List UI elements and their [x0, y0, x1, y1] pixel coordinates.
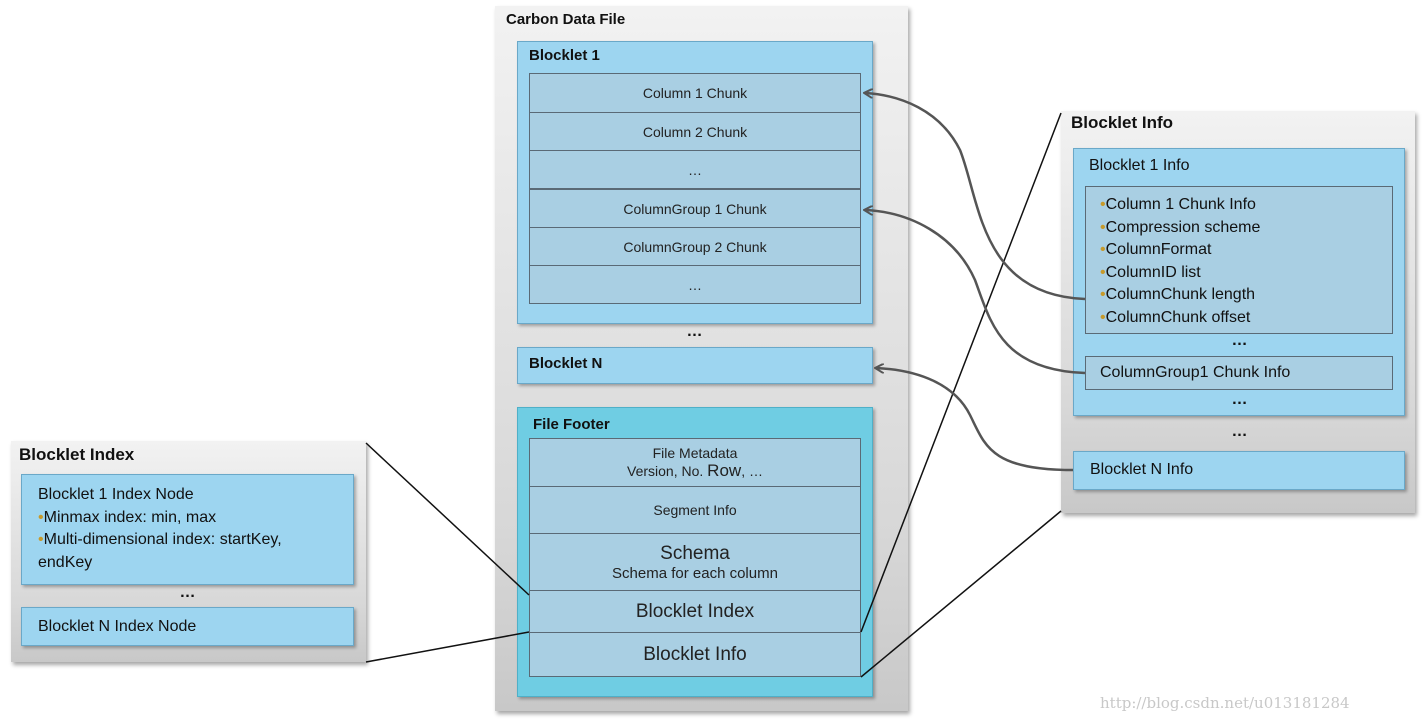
node-item-continuation: endKey: [38, 553, 93, 571]
chunk-cell: …: [529, 265, 861, 304]
schema-sub-label: Schema for each column: [612, 564, 778, 582]
blocklet-index-panel-title: Blocklet Index: [19, 445, 135, 464]
ellipsis: …: [686, 323, 704, 340]
column-chunk-info-box: •Column 1 Chunk Info •Compression scheme…: [1085, 186, 1393, 334]
columngroup-chunk-info-box: ColumnGroup1 Chunk Info: [1085, 356, 1393, 390]
columngroup-chunk-info-label: ColumnGroup1 Chunk Info: [1100, 364, 1291, 381]
carbon-data-file-title: Carbon Data File: [506, 11, 626, 28]
info-item-text: ColumnChunk length: [1105, 286, 1256, 303]
info-item-text: ColumnChunk offset: [1105, 308, 1251, 326]
schema-cell: Schema Schema for each column: [529, 533, 861, 591]
info-item: •ColumnChunk offset: [1100, 307, 1392, 330]
blocklet-1-index-node: Blocklet 1 Index Node •Minmax index: min…: [21, 474, 354, 585]
node-title: Blocklet 1 Index Node: [38, 486, 194, 503]
info-item: •Column 1 Chunk Info: [1100, 194, 1392, 217]
arrow-blocklet-n-info: [876, 368, 1074, 472]
arrow-column-chunk-info: [865, 93, 1086, 301]
file-metadata-row: Row: [707, 460, 742, 480]
file-metadata-label: File Metadata: [652, 444, 738, 461]
blocklet-n-title: Blocklet N: [529, 355, 603, 372]
bullet-icon: •: [1100, 218, 1106, 236]
file-metadata-detail: Version, No. Row, …: [627, 461, 763, 481]
blocklet-n-info-box: Blocklet N Info: [1073, 451, 1405, 490]
watermark: http://blog.csdn.net/u013181284: [1100, 694, 1350, 712]
ellipsis: …: [1231, 423, 1249, 440]
bullet-icon: •: [1100, 196, 1106, 213]
blocklet-info-panel-title: Blocklet Info: [1071, 113, 1174, 132]
node-item: •Multi-dimensional index: startKey,: [38, 529, 353, 552]
blocklet-n-box: Blocklet N: [517, 347, 873, 384]
bullet-icon: •: [1100, 308, 1106, 326]
node-item-text: Multi-dimensional index: startKey,: [43, 531, 282, 548]
chunk-cell: Column 1 Chunk: [529, 73, 861, 113]
info-item: •ColumnFormat: [1100, 239, 1392, 262]
bullet-icon: •: [1100, 241, 1106, 258]
info-item-text: Column 1 Chunk Info: [1105, 196, 1256, 213]
info-item: •Compression scheme: [1100, 217, 1392, 240]
ellipsis: …: [1231, 391, 1249, 408]
blocklet-n-index-node: Blocklet N Index Node: [21, 607, 354, 646]
arrow-columngroup-chunk-info: [865, 210, 1086, 375]
node-title: Blocklet N Index Node: [38, 618, 197, 635]
bullet-icon: •: [38, 531, 44, 548]
info-item-text: ColumnFormat: [1105, 241, 1212, 258]
info-item-text: ColumnID list: [1105, 263, 1201, 281]
segment-info-cell: Segment Info: [529, 486, 861, 534]
info-item: •ColumnID list: [1100, 262, 1392, 285]
chunk-cell: Column 2 Chunk: [529, 112, 861, 151]
node-item: •Minmax index: min, max: [38, 507, 353, 530]
file-footer-title: File Footer: [533, 416, 610, 433]
file-metadata-version: Version, No.: [627, 462, 708, 479]
chunk-cell: ColumnGroup 1 Chunk: [529, 188, 861, 228]
ellipsis: …: [179, 584, 197, 601]
blocklet-info-cell: Blocklet Info: [529, 632, 861, 677]
zoom-line: [365, 631, 530, 663]
schema-label: Schema: [660, 542, 730, 564]
blocklet-n-info-label: Blocklet N Info: [1090, 461, 1194, 478]
blocklet-1-info-title: Blocklet 1 Info: [1089, 157, 1190, 174]
chunk-cell: ColumnGroup 2 Chunk: [529, 227, 861, 266]
zoom-line: [860, 112, 1062, 633]
bullet-icon: •: [38, 508, 44, 526]
blocklet-1-title: Blocklet 1: [529, 47, 600, 64]
bullet-icon: •: [1100, 263, 1106, 281]
ellipsis: …: [1231, 332, 1249, 349]
bullet-icon: •: [1100, 286, 1106, 303]
zoom-line: [860, 510, 1062, 678]
chunk-cell: …: [529, 150, 861, 189]
zoom-line: [365, 442, 530, 596]
node-item-text: Minmax index: min, max: [43, 508, 217, 526]
info-item-text: Compression scheme: [1105, 218, 1261, 236]
file-metadata-more: , …: [741, 462, 763, 479]
info-item: •ColumnChunk length: [1100, 284, 1392, 307]
